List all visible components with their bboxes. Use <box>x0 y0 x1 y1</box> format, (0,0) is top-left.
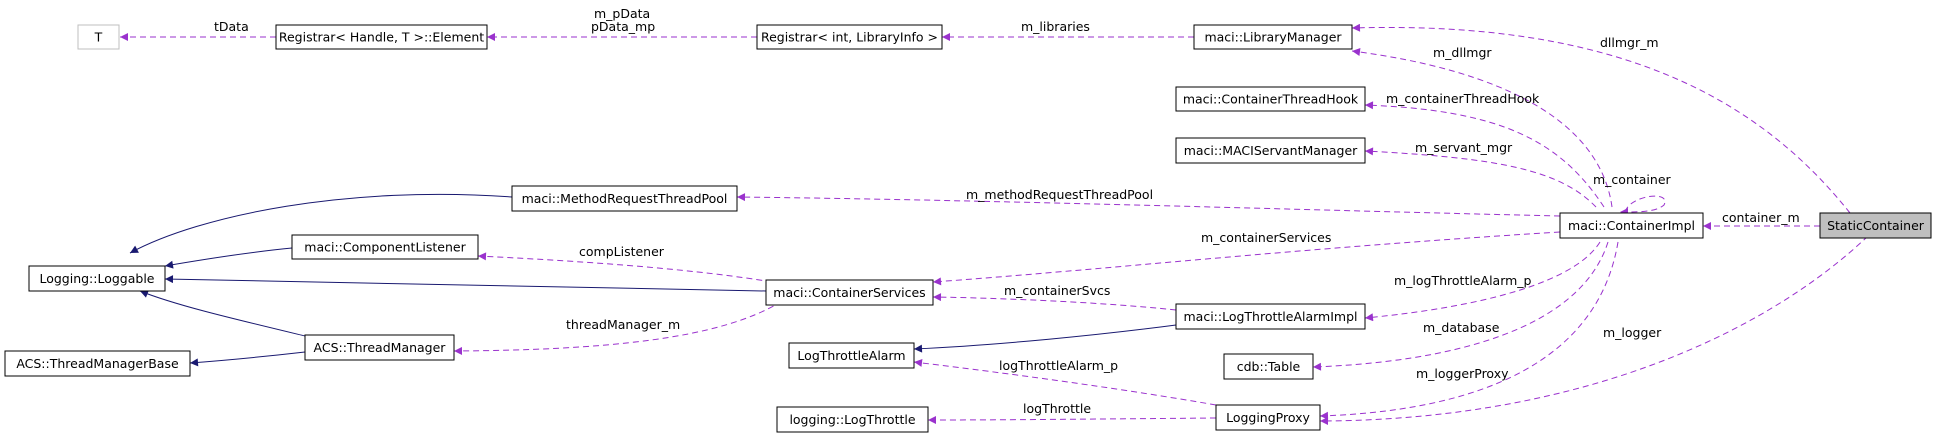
edge-containerservices-inherits-loggable <box>164 275 767 292</box>
label-log-throttle: logThrottle <box>1023 401 1091 416</box>
label-pdata-mp: pData_mp <box>591 19 655 34</box>
node-logging-proxy[interactable]: LoggingProxy <box>1215 404 1321 431</box>
node-method-request-thread-pool-label: maci::MethodRequestThreadPool <box>522 191 728 206</box>
node-component-listener[interactable]: maci::ComponentListener <box>291 234 479 260</box>
label-thread-manager-m: threadManager_m <box>566 317 680 332</box>
edge-log-throttle <box>927 415 1217 424</box>
edge-log-throttle-alarm-p <box>1364 241 1601 322</box>
node-log-throttle-alarm-impl[interactable]: maci::LogThrottleAlarmImpl <box>1175 303 1366 330</box>
edge-thread-manager-m <box>453 300 783 355</box>
node-logging-log-throttle[interactable]: logging::LogThrottle <box>776 406 929 433</box>
edge-complistener-inherits-loggable <box>164 247 293 269</box>
node-log-throttle-alarm[interactable]: LogThrottleAlarm <box>788 342 915 369</box>
edge-database <box>1312 241 1609 371</box>
label-m-dllmgr: m_dllmgr <box>1433 45 1492 60</box>
node-cdb-table-label: cdb::Table <box>1237 359 1301 374</box>
node-registrar-element[interactable]: Registrar< Handle, T >::Element <box>275 24 488 50</box>
edge-alarmimpl-inherits-logthrottlealarm <box>913 324 1177 353</box>
edge-servant-mgr <box>1364 147 1597 208</box>
label-dllmgr-m: dllmgr_m <box>1600 35 1659 50</box>
edge-method-request-thread-pool <box>736 193 1561 217</box>
label-m-method-request-thread-pool: m_methodRequestThreadPool <box>966 187 1153 202</box>
node-cdb-table[interactable]: cdb::Table <box>1223 353 1314 380</box>
node-logging-proxy-label: LoggingProxy <box>1226 410 1310 425</box>
label-m-libraries: m_libraries <box>1021 19 1090 34</box>
node-static-container-label: StaticContainer <box>1827 218 1925 233</box>
label-m-log-throttle-alarm-p: m_logThrottleAlarm_p <box>1394 273 1532 288</box>
edge-container-services <box>932 231 1561 286</box>
node-maci-servant-manager[interactable]: maci::MACIServantManager <box>1175 137 1366 164</box>
label-m-container-svcs: m_containerSvcs <box>1004 283 1110 298</box>
node-component-listener-label: maci::ComponentListener <box>304 240 466 255</box>
node-t[interactable]: T <box>77 24 120 50</box>
label-m-logger: m_logger <box>1603 325 1662 340</box>
label-m-container-services: m_containerServices <box>1201 230 1331 245</box>
node-registrar-libinfo[interactable]: Registrar< int, LibraryInfo > <box>756 24 943 50</box>
edge-m-dllmgr <box>1351 48 1613 208</box>
node-container-thread-hook[interactable]: maci::ContainerThreadHook <box>1175 86 1366 112</box>
label-m-container: m_container <box>1593 172 1672 187</box>
edge-logger <box>1319 235 1869 425</box>
edge-threadmanager-inherits-loggable <box>139 290 306 337</box>
label-m-logger-proxy: m_loggerProxy <box>1416 366 1509 381</box>
node-static-container[interactable]: StaticContainer <box>1819 212 1932 239</box>
node-container-services[interactable]: maci::ContainerServices <box>765 279 934 306</box>
label-m-container-thread-hook: m_containerThreadHook <box>1386 91 1540 106</box>
node-method-request-thread-pool[interactable]: maci::MethodRequestThreadPool <box>511 185 738 212</box>
edge-logger-proxy <box>1319 241 1619 420</box>
node-logging-loggable-label: Logging::Loggable <box>39 271 154 286</box>
label-m-database: m_database <box>1423 320 1500 335</box>
node-log-throttle-alarm-label: LogThrottleAlarm <box>797 348 905 363</box>
node-maci-servant-manager-label: maci::MACIServantManager <box>1184 143 1358 158</box>
node-acs-thread-manager-base[interactable]: ACS::ThreadManagerBase <box>4 350 191 377</box>
label-m-servant-mgr: m_servant_mgr <box>1415 140 1513 155</box>
edge-m-container-self <box>1619 195 1666 216</box>
node-t-label: T <box>94 30 103 45</box>
edge-methodpool-inherits-loggable <box>129 193 513 254</box>
node-container-impl[interactable]: maci::ContainerImpl <box>1559 212 1704 239</box>
edge-container-svcs <box>932 293 1177 311</box>
edge-log-throttle-alarm-p-2 <box>913 358 1217 406</box>
label-m-pdata: m_pData <box>594 6 650 21</box>
node-acs-thread-manager-label: ACS::ThreadManager <box>314 340 447 355</box>
edge-comp-listener <box>477 252 773 283</box>
edge-container-thread-hook <box>1364 101 1605 208</box>
edge-dllmgr-m <box>1351 23 1851 214</box>
label-container-m: container_m <box>1722 210 1800 225</box>
label-log-throttle-alarm-p: logThrottleAlarm_p <box>999 358 1118 373</box>
node-acs-thread-manager-base-label: ACS::ThreadManagerBase <box>16 356 179 371</box>
edge-threadmanager-inherits-base <box>189 351 306 367</box>
node-container-services-label: maci::ContainerServices <box>773 285 925 300</box>
node-library-manager-label: maci::LibraryManager <box>1204 30 1342 45</box>
node-registrar-libinfo-label: Registrar< int, LibraryInfo > <box>761 30 938 45</box>
node-registrar-element-label: Registrar< Handle, T >::Element <box>279 30 484 45</box>
node-container-impl-label: maci::ContainerImpl <box>1568 218 1695 233</box>
node-library-manager[interactable]: maci::LibraryManager <box>1193 24 1353 50</box>
label-tdata: tData <box>214 19 249 34</box>
node-log-throttle-alarm-impl-label: maci::LogThrottleAlarmImpl <box>1183 309 1357 324</box>
label-comp-listener: compListener <box>579 244 665 259</box>
node-logging-log-throttle-label: logging::LogThrottle <box>789 412 915 427</box>
node-acs-thread-manager[interactable]: ACS::ThreadManager <box>304 334 455 361</box>
node-logging-loggable[interactable]: Logging::Loggable <box>28 265 166 292</box>
node-container-thread-hook-label: maci::ContainerThreadHook <box>1183 92 1359 107</box>
